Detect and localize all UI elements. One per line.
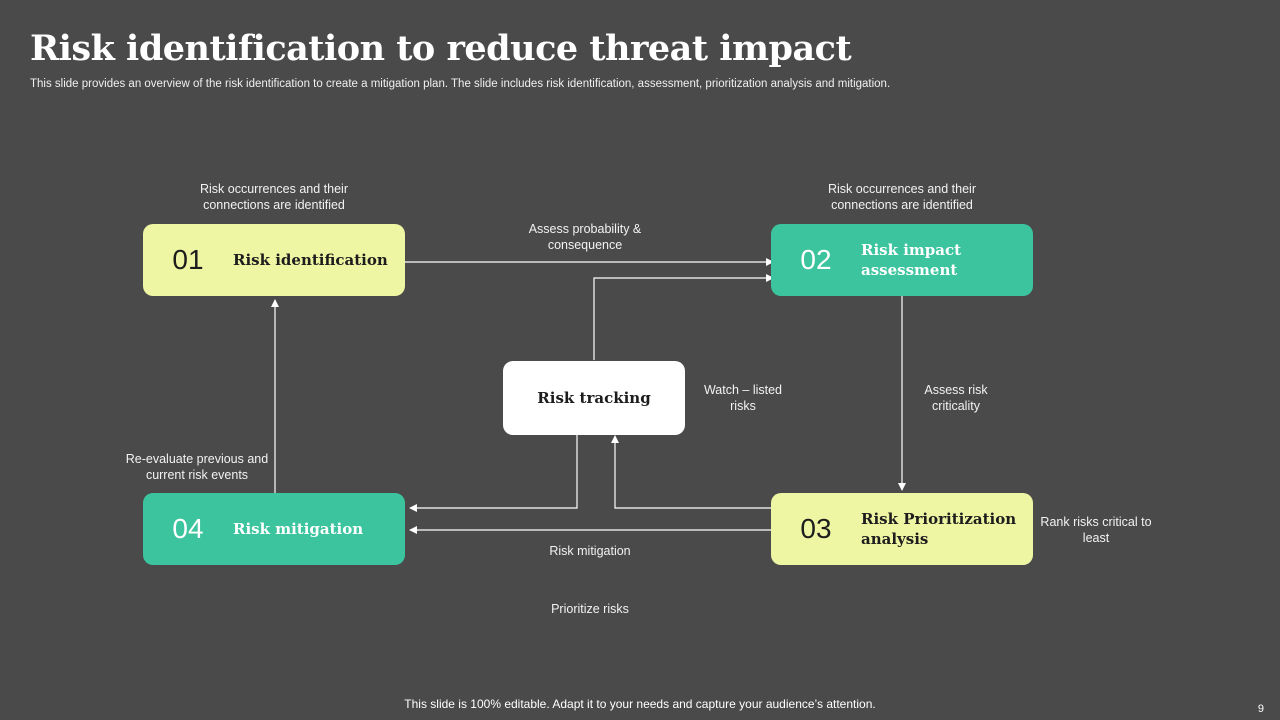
slide-subtitle: This slide provides an overview of the r… [30,78,891,90]
note-prioritize-risks: Prioritize risks [551,602,629,616]
step-04-risk-mitigation: 04 Risk mitigation [143,493,405,565]
step-number: 02 [800,244,832,275]
risk-tracking-label: Risk tracking [537,389,651,407]
step-label: Risk mitigation [233,520,364,538]
step-number: 01 [172,244,204,275]
arrow-tracking-to-mitigation [409,434,578,512]
footer-text: This slide is 100% editable. Adapt it to… [404,697,876,711]
note-assess-criticality: Assess risk criticality [924,383,988,413]
step-number: 04 [172,513,204,544]
note-re-evaluate: Re-evaluate previous and current risk ev… [125,452,269,482]
note-watch-listed-risks: Watch – listed risks [703,383,783,413]
step-number: 03 [800,513,832,544]
note-rank-risks: Rank risks critical to least [1040,515,1152,545]
arrow-tracking-to-assessment [593,274,774,360]
risk-tracking-box: Risk tracking [503,361,685,435]
step-label: Risk identification [233,251,388,269]
step-01-risk-identification: 01 Risk identification [143,224,405,296]
note-above-identification: Risk occurrences and their connections a… [200,182,348,212]
step-label: Risk impact assessment [861,241,962,279]
note-above-assessment: Risk occurrences and their connections a… [828,182,976,212]
note-risk-mitigation: Risk mitigation [549,544,631,558]
note-assess-probability: Assess probability & consequence [528,222,642,252]
slide-title: Risk identification to reduce threat imp… [30,28,852,69]
step-03-risk-prioritization-analysis: 03 Risk Prioritization analysis [771,493,1033,565]
arrow-prioritization-to-tracking [611,435,771,509]
page-number: 9 [1257,703,1264,715]
step-label: Risk Prioritization analysis [861,510,1017,548]
step-02-risk-impact-assessment: 02 Risk impact assessment [771,224,1033,296]
